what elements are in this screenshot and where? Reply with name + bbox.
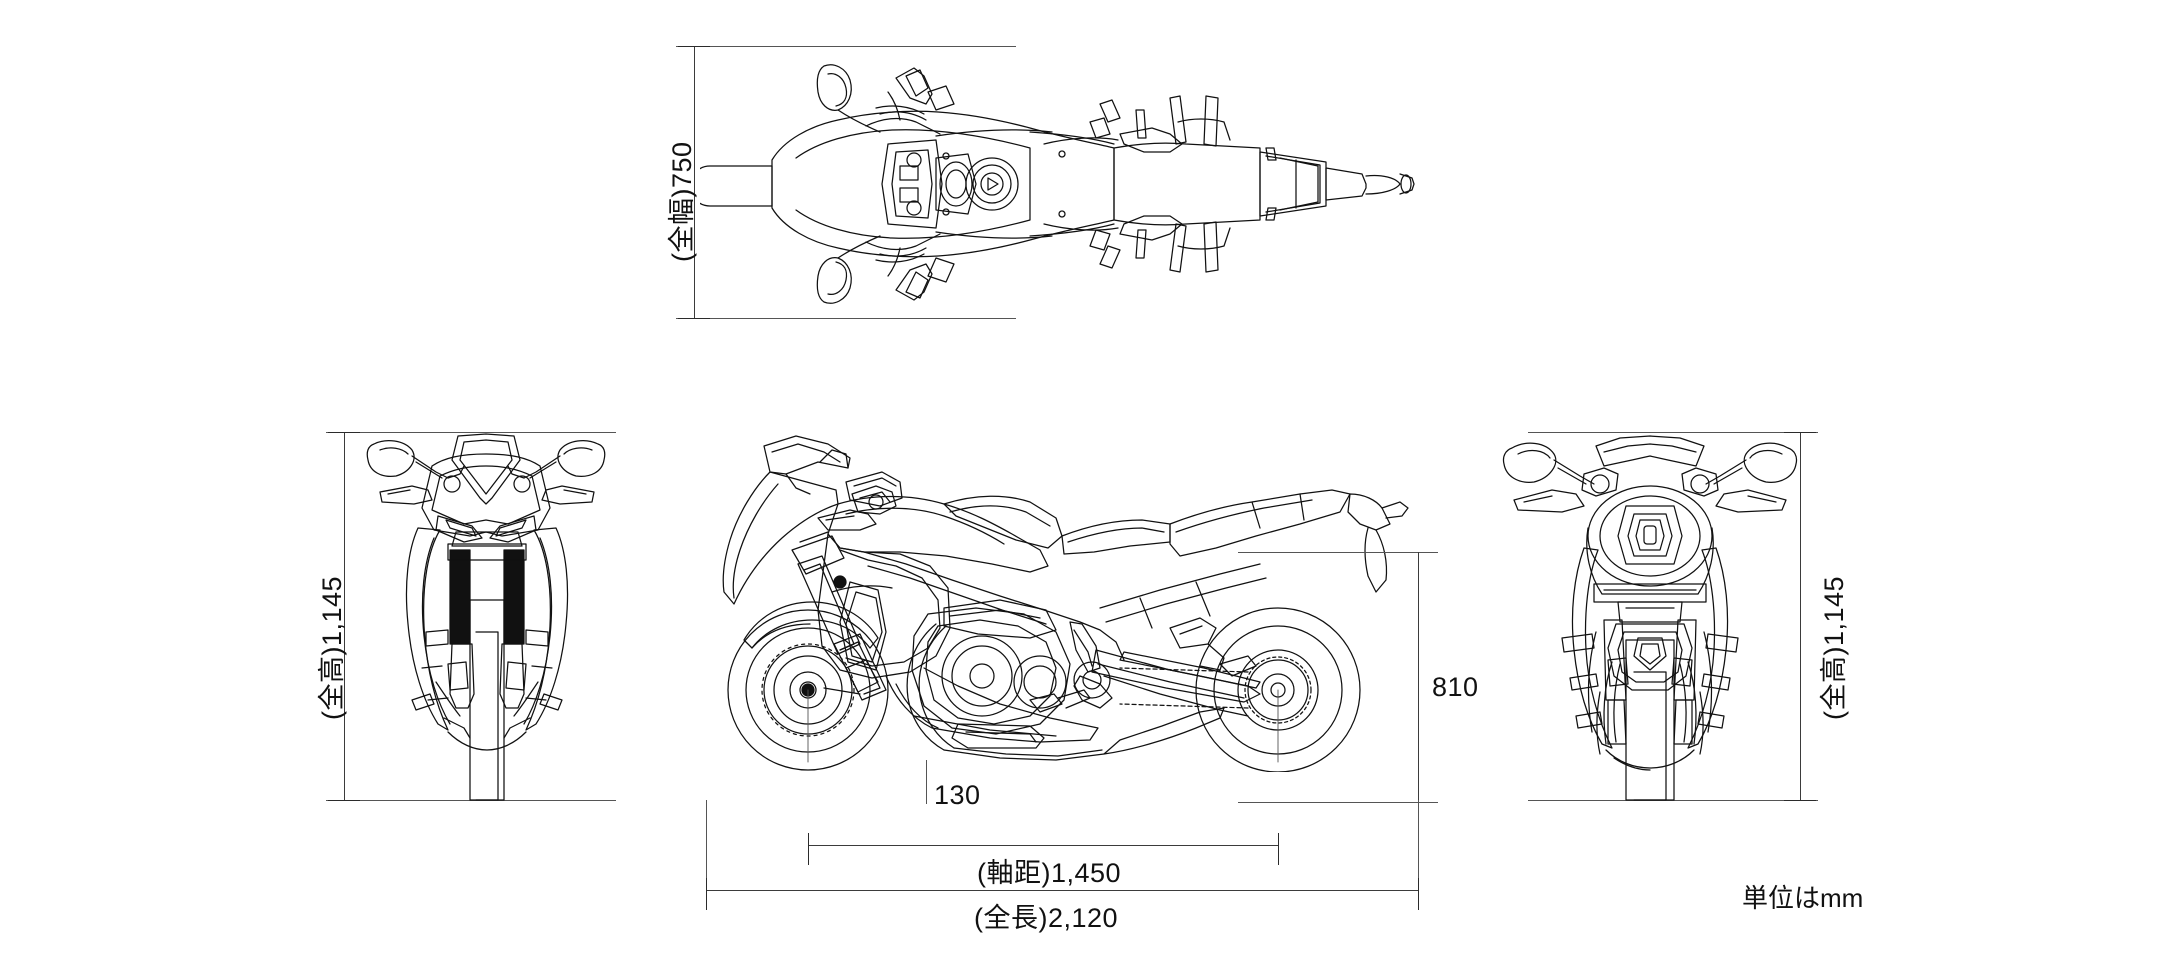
seat-height-ext-line-lower <box>1238 802 1438 803</box>
seat-height-ext-line-upper <box>1238 552 1438 553</box>
overall-length-ext-line-right <box>1418 800 1419 902</box>
front-view-left <box>352 432 622 802</box>
topview-ext-line-lower <box>676 318 1016 319</box>
frontview-right-ext-line-upper <box>1528 432 1818 433</box>
overall-length-tick-left <box>706 878 707 910</box>
overall-height-right-dimension-line <box>1800 432 1801 800</box>
overall-height-left-tick-top <box>328 432 360 433</box>
overall-height-right-label: (全高)1,145 <box>1819 575 1849 720</box>
overall-height-right-tick-top <box>1784 432 1816 433</box>
top-view <box>700 48 1420 323</box>
seat-height-label: 810 <box>1432 672 1479 702</box>
ground-clearance-ext-line <box>926 760 927 804</box>
overall-length-ext-line-left <box>706 800 707 902</box>
front-view-right <box>1500 432 1800 802</box>
side-view <box>700 432 1420 772</box>
topview-ext-line-upper <box>676 46 1016 47</box>
overall-height-left-dimension-line <box>344 432 345 800</box>
overall-height-left-tick-bottom <box>328 800 360 801</box>
frontview-left-ext-line-upper <box>326 432 616 433</box>
overall-height-right-tick-bottom <box>1784 800 1816 801</box>
overall-width-dimension-line <box>694 46 695 318</box>
overall-height-left-label: (全高)1,145 <box>317 575 347 720</box>
seat-height-dimension-line <box>1418 552 1419 802</box>
ground-clearance-label: 130 <box>934 780 981 810</box>
overall-length-tick-right <box>1418 878 1419 910</box>
overall-length-dimension-line <box>706 890 1418 891</box>
wheelbase-tick-left <box>808 833 809 865</box>
wheelbase-dimension-line <box>808 845 1278 846</box>
wheelbase-tick-right <box>1278 833 1279 865</box>
unit-note: 単位はmm <box>1742 883 1864 913</box>
overall-width-label: (全幅)750 <box>667 141 697 262</box>
wheelbase-label: (軸距)1,450 <box>977 858 1122 888</box>
overall-width-tick-bottom <box>678 318 710 319</box>
overall-width-tick-top <box>678 46 710 47</box>
overall-length-label: (全長)2,120 <box>974 903 1119 933</box>
